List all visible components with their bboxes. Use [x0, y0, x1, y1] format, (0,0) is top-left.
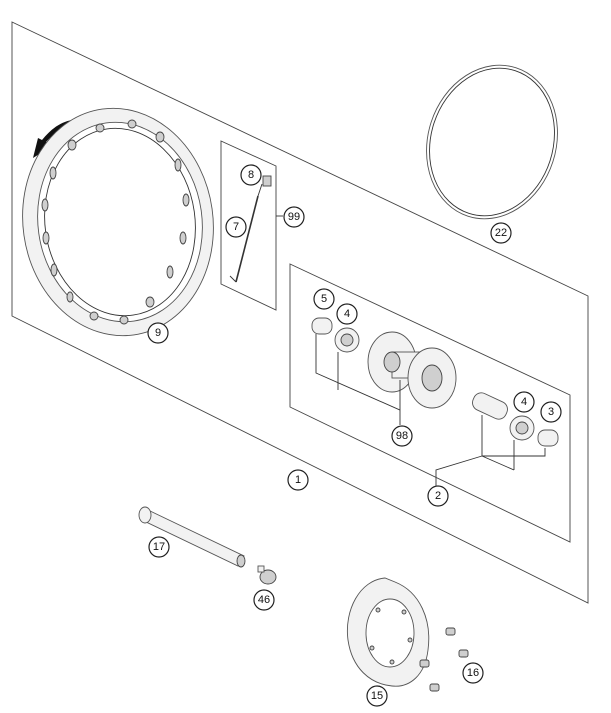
hub-leader-lines [315, 334, 546, 490]
spacer-left-part [311, 317, 333, 335]
distance-sleeve-part [472, 392, 508, 420]
svg-text:99: 99 [288, 211, 300, 223]
callout-7[interactable]: 7 [225, 216, 247, 238]
rim-band-part [426, 64, 558, 220]
brake-disc-holes [369, 607, 413, 665]
callout-4-right[interactable]: 4 [513, 391, 535, 413]
svg-text:16: 16 [467, 667, 479, 679]
callout-8[interactable]: 8 [240, 164, 262, 186]
svg-text:4: 4 [521, 396, 527, 408]
callout-2[interactable]: 2 [427, 485, 449, 507]
svg-text:9: 9 [155, 327, 161, 339]
rim-part [22, 107, 214, 337]
axle-part [138, 506, 246, 568]
bearing-left-part [334, 327, 360, 353]
disc-bolts-part [419, 627, 469, 692]
callout-9[interactable]: 9 [147, 322, 169, 344]
callout-15[interactable]: 15 [366, 685, 388, 707]
callout-3[interactable]: 3 [540, 401, 562, 423]
callout-16[interactable]: 16 [462, 662, 484, 684]
bearing-right-part [509, 415, 535, 441]
brake-disc-part [346, 577, 430, 687]
callout-98[interactable]: 98 [391, 425, 413, 447]
svg-text:7: 7 [233, 221, 239, 233]
svg-text:22: 22 [495, 227, 507, 239]
callout-4-left[interactable]: 4 [336, 303, 358, 325]
axle-bolt-part [257, 565, 277, 585]
svg-text:2: 2 [435, 490, 441, 502]
spoke-part [229, 195, 259, 283]
callout-46[interactable]: 46 [253, 589, 275, 611]
svg-text:5: 5 [321, 293, 327, 305]
svg-text:4: 4 [344, 308, 350, 320]
callout-5[interactable]: 5 [313, 288, 335, 310]
nipple-part [257, 175, 272, 197]
svg-text:8: 8 [248, 169, 254, 181]
spacer-right-part [537, 429, 559, 447]
callout-22[interactable]: 22 [490, 222, 512, 244]
svg-text:15: 15 [371, 690, 383, 702]
callout-1[interactable]: 1 [287, 469, 309, 491]
callout-99[interactable]: 99 [283, 206, 305, 228]
callout-17[interactable]: 17 [148, 536, 170, 558]
wheel-assembly-frame [11, 21, 589, 604]
hub-assembly-frame [289, 263, 571, 543]
svg-text:3: 3 [548, 406, 554, 418]
spoke-assembly-frame [220, 140, 277, 311]
svg-text:1: 1 [295, 474, 301, 486]
hub-part [367, 331, 457, 409]
svg-text:46: 46 [258, 594, 270, 606]
svg-text:98: 98 [396, 430, 408, 442]
rim-spoke-holes [41, 119, 190, 325]
svg-text:17: 17 [153, 541, 165, 553]
